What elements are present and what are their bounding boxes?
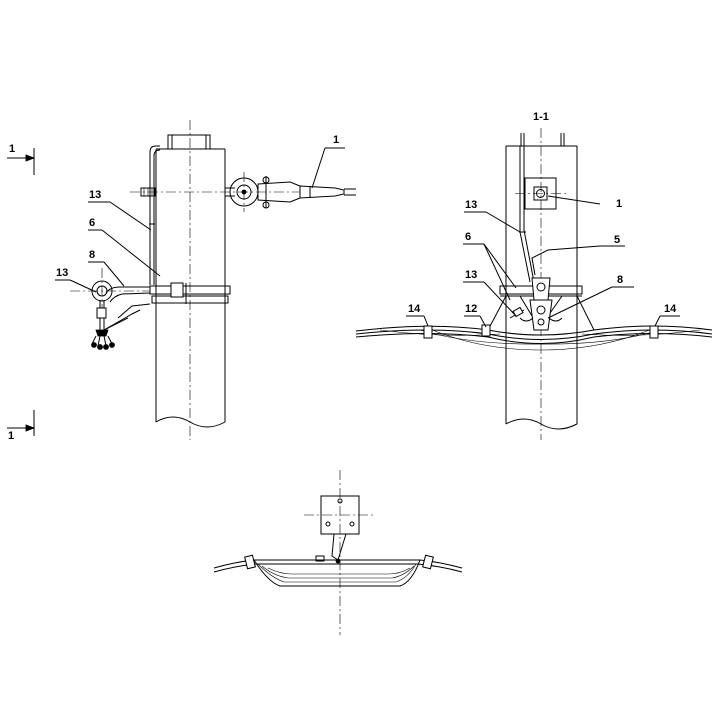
left-clamp-assembly: 1: [130, 134, 356, 212]
left-label-clamp: 1: [333, 134, 339, 146]
right-label-cable-tie-right: 14: [664, 303, 677, 315]
left-label-wire-tie: 13: [89, 189, 101, 201]
left-suspension-assembly: [70, 268, 150, 350]
left-label-wire-tie-lower: 13: [56, 267, 68, 279]
right-clamp-plate: 1: [515, 177, 622, 210]
right-cable-bundle: [355, 324, 713, 351]
section-marker-bottom-label: 1: [8, 430, 14, 442]
bottom-plan-view: [213, 470, 463, 635]
right-label-clamp: 1: [616, 198, 622, 210]
right-label-cable-tie-left: 14: [408, 303, 421, 315]
right-label-wire-tie-lower: 13: [465, 269, 477, 281]
left-leaders: 13 6 8 13: [55, 189, 161, 293]
left-strap-band: [105, 145, 231, 319]
right-pole: [505, 128, 578, 440]
left-label-insulator-link: 6: [89, 217, 95, 229]
left-label-bracket: 8: [89, 249, 95, 261]
right-label-insulator-link: 6: [465, 231, 471, 243]
section-marker-top: 1: [7, 143, 36, 175]
right-strap-wire: [519, 146, 601, 283]
section-title: 1-1: [533, 111, 549, 123]
right-label-bracket: 8: [617, 274, 623, 286]
right-leaders: 13 5 6 13 8 12 14 14: [406, 199, 680, 328]
right-label-connector: 12: [465, 303, 477, 315]
right-label-down-wire: 5: [614, 234, 620, 246]
left-pole: [155, 120, 226, 440]
section-marker-top-label: 1: [9, 143, 15, 155]
section-marker-bottom: 1: [7, 410, 36, 442]
right-label-wire-tie: 13: [465, 199, 477, 211]
right-band-and-hardware: [487, 277, 595, 331]
